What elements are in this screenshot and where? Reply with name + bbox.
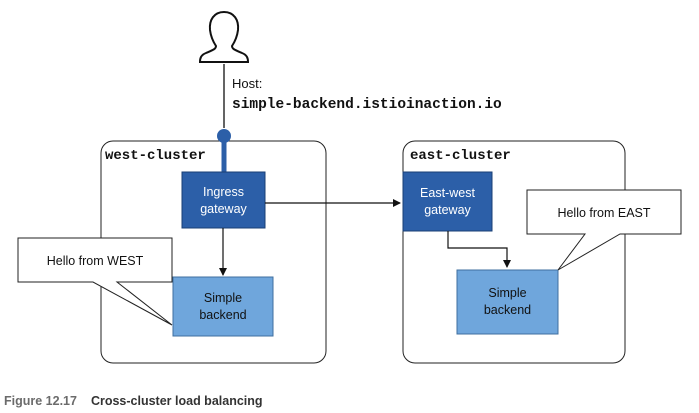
entry-point-dot (217, 129, 231, 143)
ingress-gateway-label-2: gateway (200, 202, 247, 216)
east-backend-box (456, 269, 559, 335)
west-cluster-label: west-cluster (105, 148, 206, 164)
east-callout-text: Hello from EAST (557, 206, 650, 220)
east-backend-label-1: Simple (488, 286, 526, 300)
ingress-gateway-box (181, 171, 266, 229)
east-west-gateway-label-1: East-west (420, 186, 475, 200)
west-backend-box (172, 276, 274, 337)
host-value: simple-backend.istioinaction.io (232, 97, 502, 113)
west-callout-text: Hello from WEST (47, 254, 144, 268)
east-cluster-box (402, 140, 626, 364)
west-backend-label-2: backend (199, 308, 246, 322)
west-callout: Hello from WEST (17, 237, 173, 326)
east-gateway-to-backend-arrow (447, 231, 511, 268)
host-label: Host: (232, 76, 262, 91)
figure-title: Cross-cluster load balancing (90, 394, 263, 408)
east-west-gateway-box (402, 171, 493, 232)
user-icon (198, 10, 250, 63)
west-backend-label-1: Simple (204, 291, 242, 305)
east-cluster-label: east-cluster (410, 148, 511, 164)
ingress-gateway-label-1: Ingress (203, 185, 244, 199)
figure-number: Figure 12.17 (4, 394, 77, 408)
east-west-gateway-label-2: gateway (424, 203, 471, 217)
east-backend-label-2: backend (484, 303, 531, 317)
east-callout: Hello from EAST (526, 189, 682, 271)
figure-caption: Figure 12.17 Cross-cluster load balancing (4, 394, 263, 408)
